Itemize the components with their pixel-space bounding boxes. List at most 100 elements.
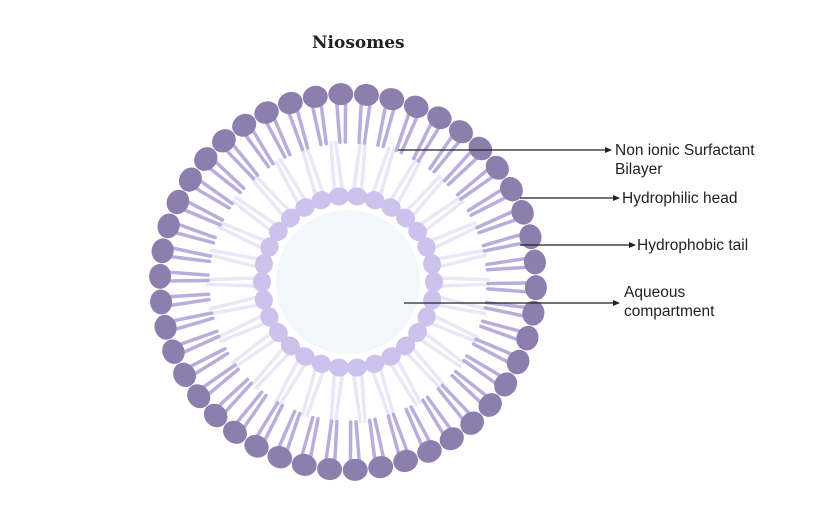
outer-tail bbox=[362, 99, 373, 145]
outer-hydrophilic-head bbox=[187, 384, 211, 409]
outer-tail bbox=[271, 114, 292, 157]
outer-tail bbox=[242, 130, 271, 169]
outer-hydrophilic-head bbox=[157, 213, 180, 239]
outer-hydrophilic-head bbox=[267, 445, 293, 469]
outer-hydrophilic-head bbox=[317, 458, 343, 481]
outer-tail bbox=[175, 329, 219, 348]
arrow-bilayer-head-icon bbox=[605, 147, 612, 153]
outer-hydrophilic-head bbox=[173, 362, 196, 387]
inner-tail bbox=[217, 225, 265, 250]
inner-tail bbox=[206, 282, 258, 288]
outer-tail bbox=[214, 377, 250, 410]
inner-tail bbox=[300, 147, 318, 198]
outer-tail bbox=[299, 415, 315, 460]
inner-hydrophilic-head bbox=[295, 198, 315, 217]
outer-tail bbox=[480, 319, 525, 334]
inner-tail bbox=[359, 371, 367, 423]
inner-tail bbox=[208, 253, 259, 269]
outer-tail bbox=[332, 419, 339, 466]
inner-tail bbox=[418, 337, 462, 368]
outer-hydrophilic-head bbox=[353, 83, 379, 106]
outer-hydrophilic-head bbox=[178, 167, 202, 192]
outer-hydrophilic-head bbox=[302, 85, 328, 108]
aqueous-core bbox=[276, 210, 420, 354]
outer-tail bbox=[165, 297, 211, 308]
inner-tail bbox=[395, 357, 422, 404]
outer-hydrophilic-head bbox=[342, 458, 368, 481]
outer-tail bbox=[416, 123, 443, 163]
outer-hydrophilic-head bbox=[460, 411, 485, 435]
outer-tail bbox=[373, 417, 386, 463]
inner-tail bbox=[410, 177, 446, 219]
outer-tail bbox=[167, 245, 213, 258]
inner-hydrophilic-head bbox=[423, 254, 442, 275]
outer-tail bbox=[459, 173, 498, 201]
outer-tail bbox=[164, 292, 211, 299]
inner-tail bbox=[378, 147, 396, 198]
inner-tail bbox=[334, 140, 345, 192]
inner-tail bbox=[404, 351, 442, 390]
outer-tail bbox=[171, 230, 216, 245]
inner-hydrophilic-head bbox=[269, 322, 288, 343]
outer-hydrophilic-head bbox=[211, 129, 236, 153]
outer-tail bbox=[386, 414, 402, 459]
arrow-hydrophilic-head-head-icon bbox=[613, 195, 620, 201]
inner-tail bbox=[438, 276, 490, 282]
inner-hydrophilic-head bbox=[425, 272, 443, 292]
inner-tail bbox=[370, 146, 391, 196]
inner-hydrophilic-head bbox=[329, 358, 350, 377]
outer-hydrophilic-head bbox=[203, 403, 228, 428]
inner-hydrophilic-head bbox=[381, 198, 401, 217]
inner-hydrophilic-head bbox=[254, 254, 273, 275]
outer-tail bbox=[286, 108, 305, 152]
outer-tail bbox=[221, 381, 254, 417]
outer-tail bbox=[168, 311, 214, 324]
outer-tail bbox=[376, 102, 388, 147]
inner-tail bbox=[274, 160, 301, 207]
outer-tail bbox=[284, 411, 302, 455]
outer-hydrophilic-head bbox=[254, 101, 279, 124]
outer-tail bbox=[183, 198, 225, 222]
inner-tail bbox=[219, 321, 268, 343]
inner-hydrophilic-head bbox=[423, 289, 442, 310]
outer-tail bbox=[178, 334, 221, 356]
inner-tail bbox=[437, 253, 488, 269]
outer-tail bbox=[166, 254, 212, 264]
inner-tail bbox=[329, 141, 337, 193]
outer-tail bbox=[483, 306, 529, 319]
outer-hydrophilic-head bbox=[194, 147, 218, 171]
outer-tail bbox=[211, 157, 246, 191]
outer-tail bbox=[179, 206, 222, 227]
inner-tail bbox=[435, 248, 487, 261]
outer-tail bbox=[446, 154, 482, 187]
outer-hydrophilic-head bbox=[232, 113, 257, 137]
outer-tail bbox=[367, 418, 377, 464]
outer-tail bbox=[381, 104, 397, 149]
inner-hydrophilic-head bbox=[417, 237, 436, 257]
inner-hydrophilic-head bbox=[260, 237, 279, 257]
inner-tail bbox=[274, 357, 301, 404]
inner-hydrophilic-head bbox=[417, 307, 436, 327]
outer-hydrophilic-head bbox=[516, 325, 539, 351]
outer-tail bbox=[240, 393, 268, 432]
label-bilayer-line1: Non ionic Surfactant bbox=[615, 142, 755, 159]
inner-hydrophilic-head bbox=[311, 354, 332, 373]
inner-hydrophilic-head bbox=[364, 354, 385, 373]
outer-tail bbox=[477, 216, 521, 235]
inner-tail bbox=[231, 331, 273, 365]
outer-tail bbox=[440, 383, 474, 418]
inner-tail bbox=[234, 196, 278, 227]
inner-tail bbox=[428, 321, 477, 343]
outer-hydrophilic-head bbox=[522, 300, 545, 326]
outer-tail bbox=[479, 324, 523, 343]
outer-tail bbox=[196, 177, 234, 206]
inner-hydrophilic-head bbox=[253, 272, 271, 292]
outer-tail bbox=[428, 132, 456, 171]
inner-tail bbox=[378, 366, 396, 417]
outer-tail bbox=[391, 412, 410, 456]
outer-tail bbox=[450, 373, 485, 407]
outer-tail bbox=[485, 265, 532, 272]
outer-tail bbox=[485, 256, 531, 267]
outer-hydrophilic-head bbox=[519, 224, 542, 250]
outer-hydrophilic-head bbox=[291, 453, 317, 476]
